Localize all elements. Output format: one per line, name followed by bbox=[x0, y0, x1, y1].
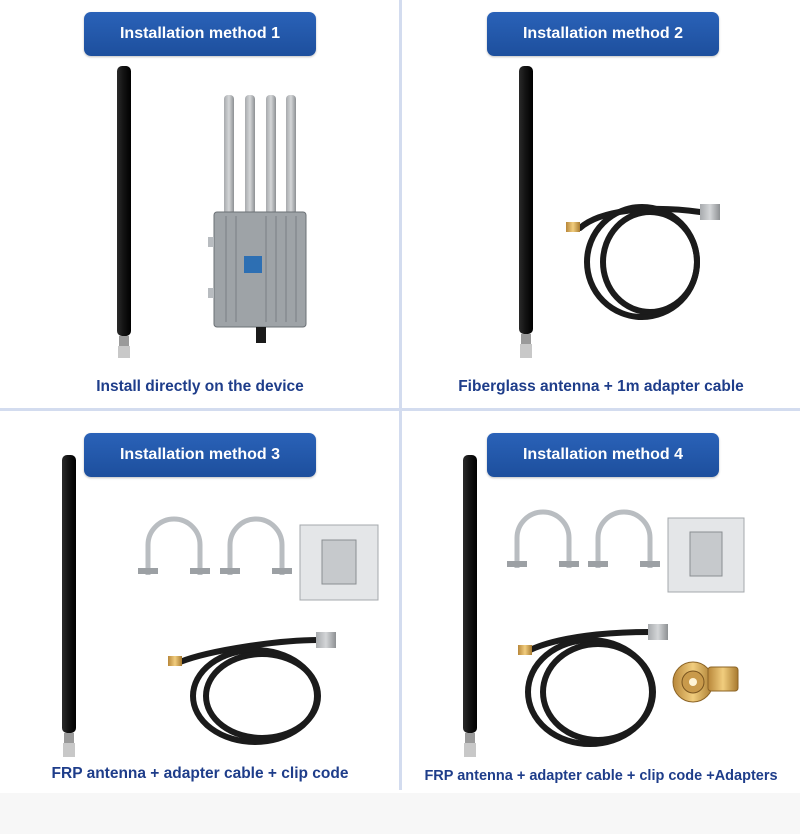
mounting-plate-icon bbox=[667, 517, 745, 593]
adapter-cable-icon bbox=[168, 632, 336, 745]
mounting-plate-icon bbox=[299, 524, 379, 601]
installation-method-3-badge: Installation method 3 bbox=[84, 433, 316, 477]
horizontal-divider bbox=[0, 408, 800, 411]
installation-method-4-caption: FRP antenna + adapter cable + clip code … bbox=[424, 768, 778, 784]
outdoor-access-point-icon bbox=[208, 95, 307, 343]
installation-method-1-caption: Install directly on the device bbox=[96, 378, 304, 395]
installation-method-3-caption: FRP antenna + adapter cable + clip code bbox=[51, 765, 349, 782]
fiberglass-antenna-icon bbox=[117, 66, 131, 358]
fiberglass-antenna-icon bbox=[519, 66, 533, 358]
fiberglass-antenna-icon bbox=[62, 455, 76, 757]
fiberglass-antenna-icon bbox=[463, 455, 477, 757]
installation-method-2-caption: Fiberglass antenna + 1m adapter cable bbox=[458, 378, 744, 395]
installation-method-4-badge: Installation method 4 bbox=[487, 433, 719, 477]
installation-method-2-badge: Installation method 2 bbox=[487, 12, 719, 56]
adapter-cable-icon bbox=[566, 204, 720, 320]
u-bolt-clamp-icon bbox=[138, 516, 292, 575]
u-bolt-clamp-icon bbox=[507, 509, 660, 568]
bottom-strip bbox=[0, 793, 800, 834]
vertical-divider bbox=[399, 0, 402, 790]
rp-sma-adapter-icon bbox=[672, 661, 739, 703]
installation-method-1-badge: Installation method 1 bbox=[84, 12, 316, 56]
adapter-cable-icon bbox=[518, 624, 668, 747]
